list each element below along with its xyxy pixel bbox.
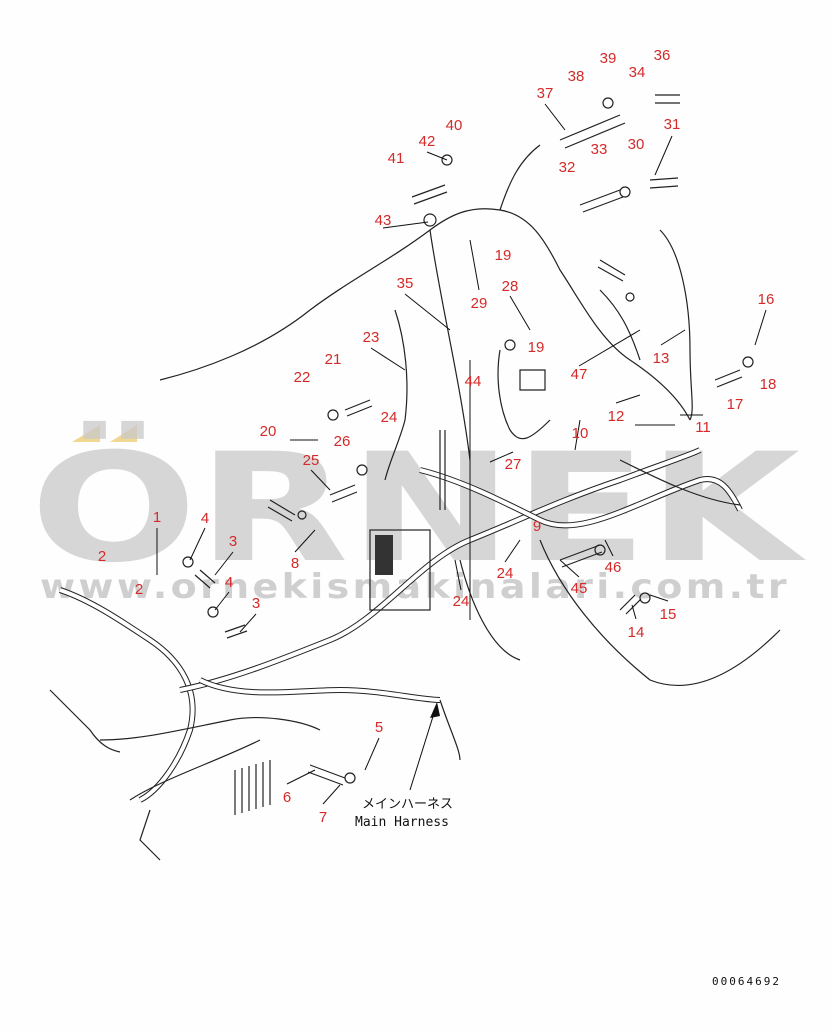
callout-8: 8	[291, 555, 299, 572]
callout-31: 31	[664, 116, 681, 133]
callout-26: 26	[334, 433, 351, 450]
callout-37: 37	[537, 85, 554, 102]
callout-28: 28	[502, 278, 519, 295]
callout-35: 35	[397, 275, 414, 292]
callout-41: 41	[388, 150, 405, 167]
drawing-id: 00064692	[712, 975, 781, 988]
callout-33: 33	[591, 141, 608, 158]
logo-accent-icon	[72, 425, 100, 442]
callout-10: 10	[572, 425, 589, 442]
callout-14: 14	[628, 624, 645, 641]
callout-12: 12	[608, 408, 625, 425]
callout-43: 43	[375, 212, 392, 229]
callout-24: 24	[497, 565, 514, 582]
callout-labels: 1 2 2 4 3 4 3 5 6 7 8 20 26 25 22 21 23 …	[98, 47, 777, 826]
callout-3: 3	[252, 595, 260, 612]
callout-2: 2	[98, 548, 106, 565]
logo-accent-icon	[110, 425, 137, 442]
callout-5: 5	[375, 719, 383, 736]
callout-44: 44	[465, 373, 482, 390]
callout-29: 29	[471, 295, 488, 312]
main-harness-drawing	[49, 447, 781, 861]
callout-23: 23	[363, 329, 380, 346]
callout-38: 38	[568, 68, 585, 85]
caption-english: Main Harness	[355, 815, 449, 830]
watermark-brand: ÖRNEK	[30, 420, 806, 596]
callout-7: 7	[319, 809, 327, 826]
callout-46: 46	[605, 559, 622, 576]
callout-40: 40	[446, 117, 463, 134]
callout-3: 3	[229, 533, 237, 550]
watermark: ÖRNEK www.ornekismakinalari.com.tr	[30, 420, 806, 607]
callout-25: 25	[303, 452, 320, 469]
callout-34: 34	[629, 64, 646, 81]
callout-16: 16	[758, 291, 775, 308]
callout-24: 24	[381, 409, 398, 426]
callout-17: 17	[727, 396, 744, 413]
callout-27: 27	[505, 456, 522, 473]
fuse-box	[369, 529, 431, 611]
callout-15: 15	[660, 606, 677, 623]
callout-13: 13	[653, 350, 670, 367]
callout-4: 4	[225, 574, 233, 591]
callout-19: 19	[495, 247, 512, 264]
callout-47: 47	[571, 366, 588, 383]
hardware	[182, 94, 754, 786]
callout-19: 19	[528, 339, 545, 356]
callout-9: 9	[533, 518, 541, 535]
callout-24: 24	[453, 593, 470, 610]
callout-22: 22	[294, 369, 311, 386]
caption-japanese: メインハーネス	[362, 797, 453, 812]
callout-11: 11	[695, 419, 711, 436]
connector-block	[375, 535, 393, 575]
callout-30: 30	[628, 136, 645, 153]
leader-lines	[156, 103, 767, 805]
watermark-url: www.ornekismakinalari.com.tr	[40, 567, 790, 607]
callout-20: 20	[260, 423, 277, 440]
callout-1: 1	[153, 509, 161, 526]
callout-21: 21	[325, 351, 342, 368]
callout-36: 36	[654, 47, 671, 64]
callout-2: 2	[135, 581, 143, 598]
callout-32: 32	[559, 159, 576, 176]
callout-6: 6	[283, 789, 291, 806]
callout-4: 4	[201, 510, 209, 527]
callout-42: 42	[419, 133, 436, 150]
callout-45: 45	[571, 580, 588, 597]
cab-harness-drawing	[159, 144, 741, 510]
callout-39: 39	[600, 50, 617, 67]
callout-18: 18	[760, 376, 777, 393]
